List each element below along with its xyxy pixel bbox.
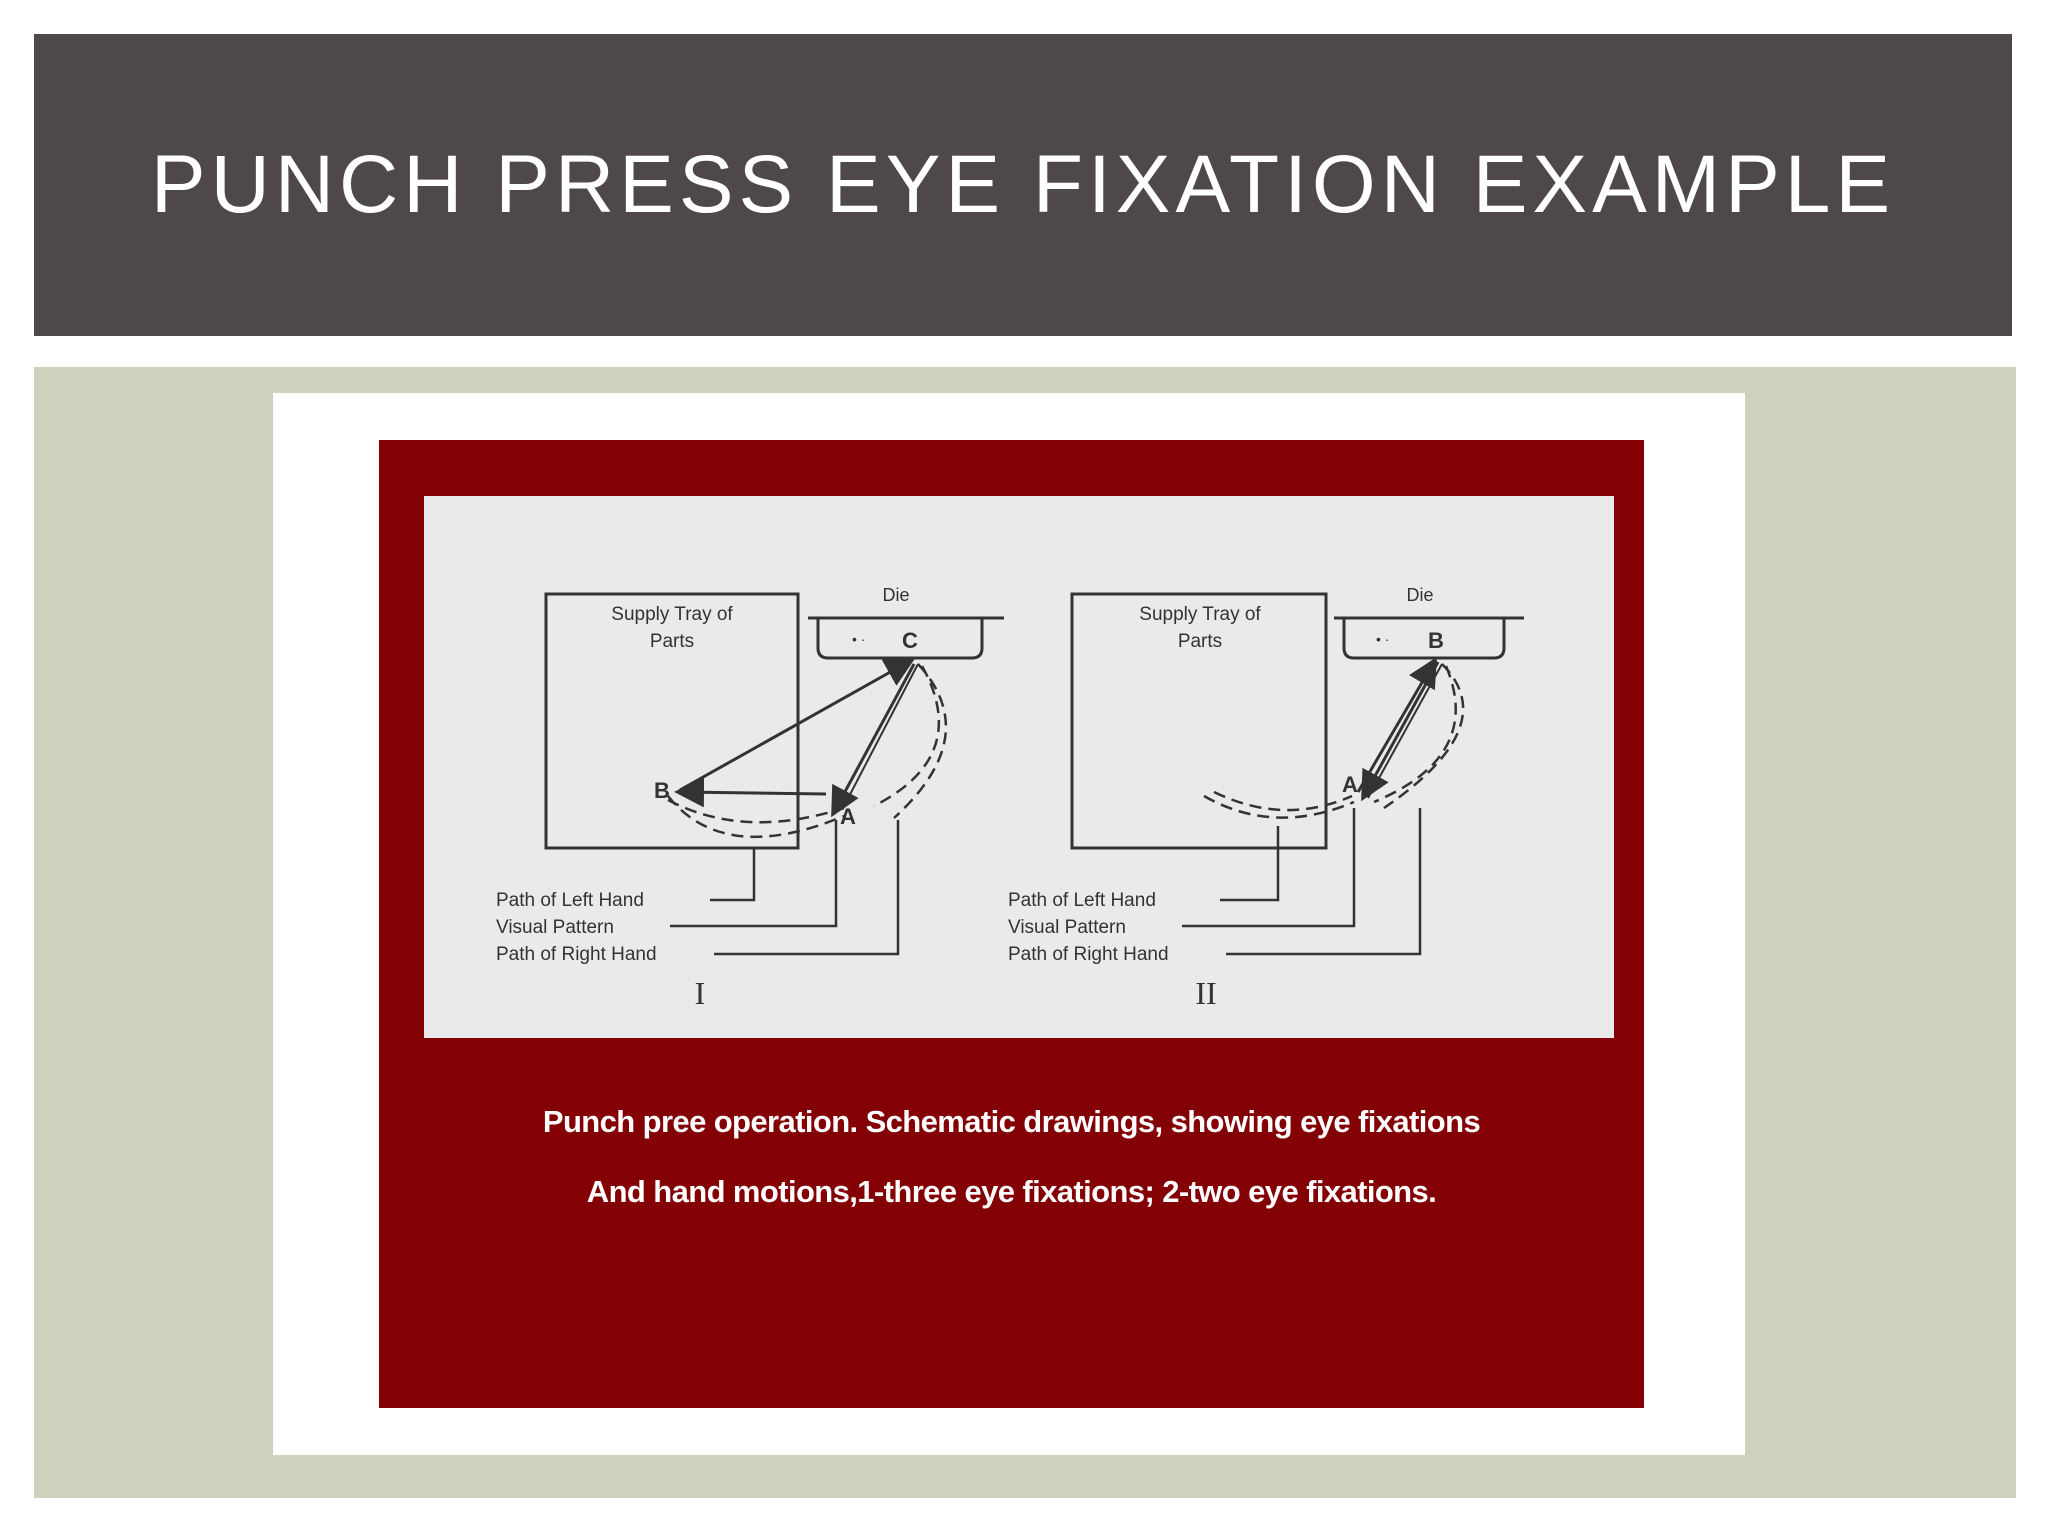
leader-line <box>670 820 838 928</box>
svg-text:• ·: • · <box>852 631 865 647</box>
right-hand-path <box>1373 663 1465 810</box>
legend-left-hand: Path of Left Hand <box>1008 890 1156 911</box>
legend-left-hand: Path of Left Hand <box>496 890 644 911</box>
supply-tray-label: Parts <box>650 631 694 652</box>
slide-title: PUNCH PRESS EYE FIXATION EXAMPLE <box>150 139 1896 230</box>
left-hand-path <box>667 795 845 839</box>
visual-pattern-line <box>679 658 916 792</box>
supply-tray-box <box>1070 592 1328 850</box>
point-a-label: A <box>1342 772 1358 797</box>
figure-caption-line-2: And hand motions,1-three eye fixations; … <box>586 1174 1437 1209</box>
title-bar: PUNCH PRESS EYE FIXATION EXAMPLE <box>34 34 2012 336</box>
diagram-numeral: I <box>695 975 706 1011</box>
diagram-two: Supply Tray of Parts Die • · A B Path of… <box>1008 585 1524 1011</box>
die-label: Die <box>882 585 909 605</box>
legend-right-hand: Path of Right Hand <box>1008 944 1169 965</box>
supply-tray-label: Parts <box>1178 631 1222 652</box>
point-b-label: B <box>1428 628 1444 653</box>
right-hand-path <box>873 663 948 819</box>
figure-caption-line-1: Punch pree operation. Schematic drawings… <box>542 1104 1481 1139</box>
leader-line <box>1220 826 1280 902</box>
leader-line <box>1226 808 1422 956</box>
schematic-drawing-panel: Supply Tray of Parts Die • · B A C Path … <box>424 496 1614 1038</box>
diagram-one: Supply Tray of Parts Die • · B A C Path … <box>496 585 1004 1011</box>
point-b-label: B <box>654 778 670 803</box>
left-hand-path <box>1203 790 1355 819</box>
leader-line <box>710 848 756 902</box>
die-label: Die <box>1406 585 1433 605</box>
visual-pattern-line <box>1361 661 1440 802</box>
leader-line <box>1182 808 1356 928</box>
eye-fixation-schematic: Supply Tray of Parts Die • · B A C Path … <box>496 585 1524 1011</box>
supply-tray-label: Supply Tray of <box>611 604 733 625</box>
supply-tray-label: Supply Tray of <box>1139 604 1261 625</box>
legend-visual-pattern: Visual Pattern <box>496 917 614 938</box>
legend-right-hand: Path of Right Hand <box>496 944 657 965</box>
visual-pattern-line <box>674 777 827 808</box>
diagram-numeral: II <box>1195 975 1216 1011</box>
point-c-label: C <box>902 628 918 653</box>
visual-pattern-line <box>831 663 916 818</box>
die-shape <box>808 616 1004 660</box>
leader-line <box>714 820 900 956</box>
legend-visual-pattern: Visual Pattern <box>1008 917 1126 938</box>
supply-tray-box <box>544 592 800 850</box>
svg-text:• ·: • · <box>1376 631 1389 647</box>
